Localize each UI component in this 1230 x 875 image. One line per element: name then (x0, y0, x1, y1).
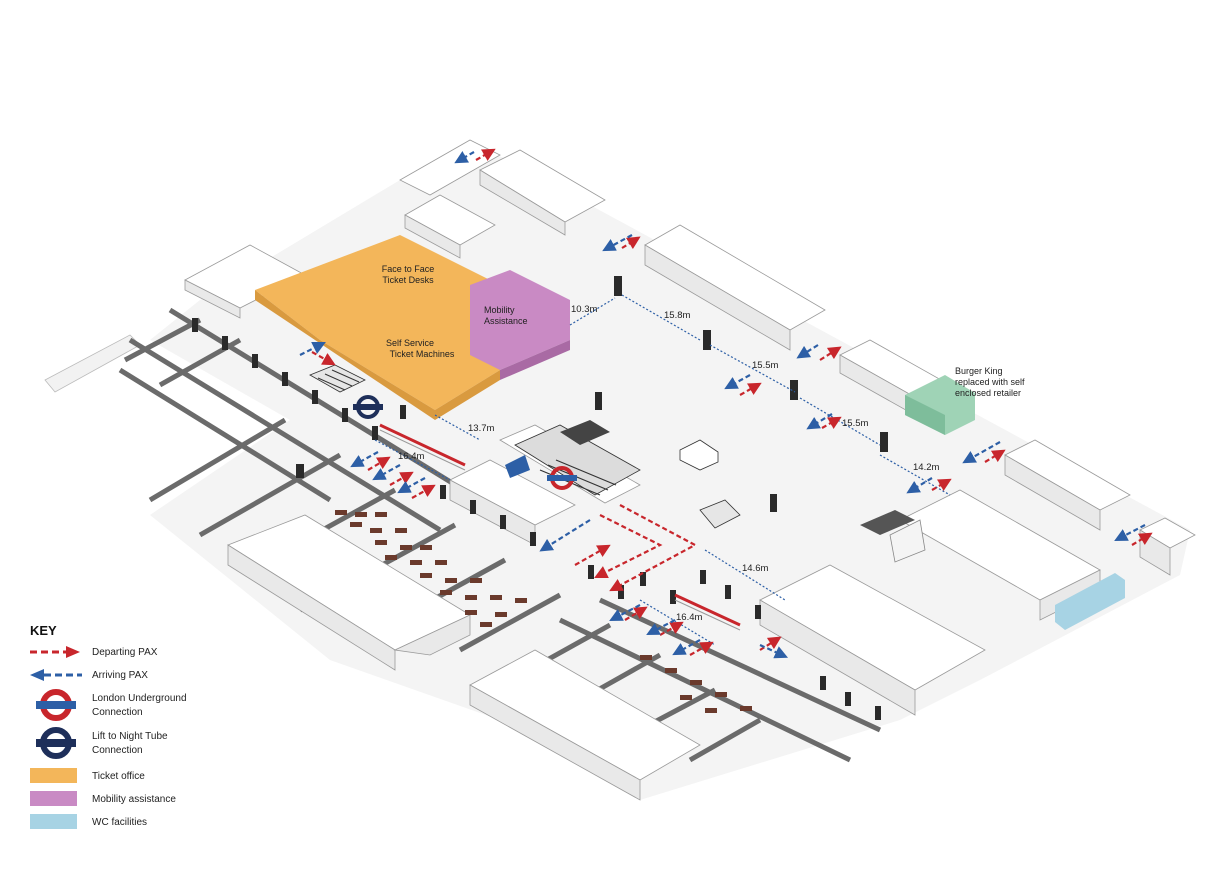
zone-labels: Face to Face Ticket Desks Self Service T… (382, 264, 1025, 398)
key-underground-label-2: Connection (92, 707, 143, 718)
key-night-tube: Lift to Night Tube Connection (36, 727, 168, 759)
key-legend: KEY Departing PAX Arriving PAX London Un… (30, 623, 187, 829)
dimension-labels: 10.3m 15.8m 15.5m 15.5m 14.2m 13.7m 16.4… (398, 304, 939, 623)
wc-zone (1055, 573, 1125, 630)
key-ticket-office: Ticket office (30, 768, 145, 783)
right-stairs (699, 499, 741, 529)
columns (192, 276, 888, 720)
right-escalator (860, 510, 926, 563)
key-ticket-office-label: Ticket office (92, 771, 145, 782)
dim-16-4-b: 16.4m (676, 612, 702, 623)
face-to-face-label-2: Ticket Desks (382, 275, 434, 285)
key-night-tube-label-2: Connection (92, 745, 143, 756)
key-departing: Departing PAX (30, 646, 158, 658)
self-service-label-1: Self Service (386, 338, 434, 348)
kiosk (679, 439, 719, 471)
key-wc: WC facilities (30, 814, 147, 829)
dim-10-3: 10.3m (571, 304, 597, 315)
platform-barriers (379, 423, 741, 631)
key-mobility: Mobility assistance (30, 791, 176, 806)
face-to-face-label-1: Face to Face (382, 264, 435, 274)
burger-king-label-2: replaced with self (955, 377, 1025, 387)
mobility-label-1: Mobility (484, 305, 515, 315)
key-departing-label: Departing PAX (92, 647, 158, 658)
key-arriving: Arriving PAX (30, 669, 148, 681)
dim-16-4-a: 16.4m (398, 451, 424, 462)
buildings (184, 139, 1196, 801)
retailer-zone (905, 375, 975, 435)
underground-roundel-map (547, 466, 577, 490)
key-wc-label: WC facilities (92, 817, 147, 828)
arriving-flows (299, 150, 1146, 659)
night-tube-roundel-map (353, 395, 383, 419)
mobility-label-2: Assistance (484, 316, 528, 326)
departing-flows (311, 148, 1153, 656)
key-arriving-label: Arriving PAX (92, 670, 148, 681)
key-underground-label-1: London Underground (92, 693, 187, 704)
seating (335, 510, 752, 713)
dim-15-5-b: 15.5m (842, 418, 868, 429)
key-underground: London Underground Connection (36, 689, 187, 721)
dimension-lines (374, 294, 951, 646)
mobility-zone (470, 270, 570, 380)
dim-14-2: 14.2m (913, 462, 939, 473)
key-night-tube-label-1: Lift to Night Tube (92, 731, 168, 742)
key-title: KEY (30, 623, 57, 638)
self-service-label-2: Ticket Machines (390, 349, 455, 359)
ticket-office-zone (255, 235, 500, 420)
top-left-stairs (309, 364, 366, 393)
burger-king-label-1: Burger King (955, 366, 1003, 376)
dim-15-5-a: 15.5m (752, 360, 778, 371)
burger-king-label-3: enclosed retailer (955, 388, 1021, 398)
dim-13-7: 13.7m (468, 423, 494, 434)
dim-14-6: 14.6m (742, 563, 768, 574)
key-mobility-label: Mobility assistance (92, 794, 176, 805)
dim-15-8: 15.8m (664, 310, 690, 321)
platform-edge (44, 334, 141, 393)
